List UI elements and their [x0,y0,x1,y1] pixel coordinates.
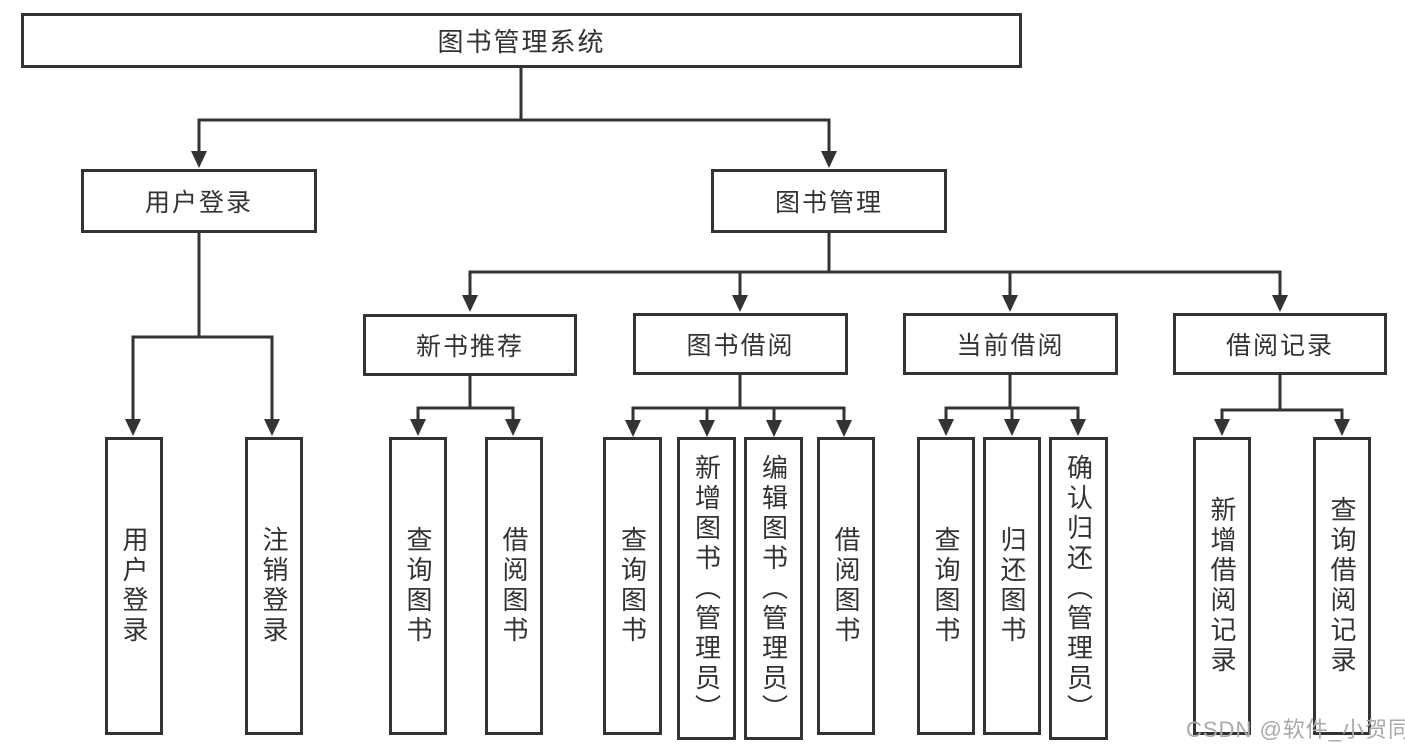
csdn-watermark: CSDN @软件_小贺同学 [1186,717,1405,742]
node-user-login: 用户登录 [81,169,317,233]
node-new-book-recommendation: 新书推荐 [363,314,577,376]
leaf-confirm-return-admin: 确认归还（管理员） [1049,437,1108,740]
leaf-query-books-current: 查询图书 [917,437,975,735]
leaf-label: 注销登录 [259,526,289,646]
node-library-system: 图书管理系统 [21,13,1022,68]
leaf-query-books-borrow: 查询图书 [603,437,662,735]
node-borrowing-records: 借阅记录 [1173,313,1387,375]
node-current-borrowing: 当前借阅 [903,313,1118,375]
node-book-borrowing: 图书借阅 [633,313,848,375]
leaf-label: 查询图书 [403,526,433,646]
leaf-label: 归还图书 [997,526,1027,646]
leaf-logout: 注销登录 [245,437,303,735]
leaf-return-books: 归还图书 [983,437,1041,735]
leaf-borrow-books-recommend: 借阅图书 [485,437,543,735]
leaf-label: 确认归还（管理员） [1063,453,1094,724]
leaf-label: 新增图书（管理员） [691,453,722,724]
leaf-label: 借阅图书 [831,526,861,646]
leaf-user-login: 用户登录 [105,437,163,735]
leaf-query-books-recommend: 查询图书 [389,437,447,735]
leaf-label: 查询借阅记录 [1327,496,1357,676]
leaf-label: 查询图书 [617,526,648,646]
leaf-label: 借阅图书 [499,526,529,646]
leaf-add-borrow-record: 新增借阅记录 [1193,437,1251,735]
leaf-label: 查询图书 [931,526,961,646]
leaf-add-book-admin: 新增图书（管理员） [677,437,736,740]
node-book-management: 图书管理 [711,169,947,233]
leaf-borrow-books: 借阅图书 [817,437,875,735]
leaf-label: 新增借阅记录 [1207,496,1237,676]
leaf-query-borrow-record: 查询借阅记录 [1313,437,1371,735]
leaf-label: 用户登录 [119,526,149,646]
leaf-label: 编辑图书（管理员） [758,453,789,724]
leaf-edit-book-admin: 编辑图书（管理员） [744,437,803,740]
